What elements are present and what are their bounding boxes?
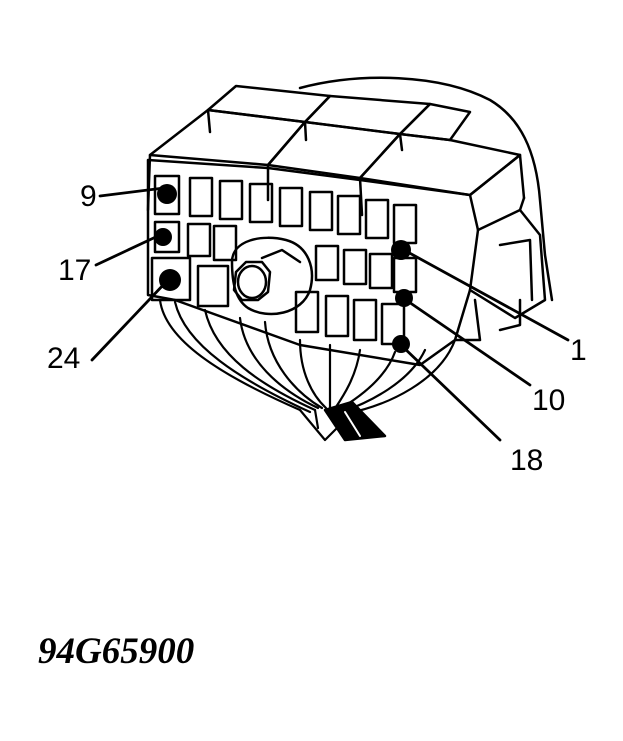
leader-1 <box>402 248 570 342</box>
leader-9 <box>98 186 166 198</box>
callout-label-18: 18 <box>510 444 543 477</box>
cavity-row-top <box>153 174 418 245</box>
pin-marker-10 <box>395 289 413 307</box>
pin-marker-17 <box>154 228 172 246</box>
leader-17 <box>94 233 162 267</box>
callout-label-1: 1 <box>570 334 587 367</box>
callout-leaders <box>90 186 570 442</box>
wire-sleeve <box>323 400 387 442</box>
callout-label-24: 24 <box>47 342 80 375</box>
pin-marker-9 <box>157 184 177 204</box>
cavity-row-middle <box>153 220 418 294</box>
center-bolt <box>230 236 314 316</box>
housing-back-dome <box>298 76 554 302</box>
leader-24 <box>90 280 168 362</box>
callout-label-10: 10 <box>532 384 565 417</box>
leader-10 <box>404 298 532 387</box>
leader-18 <box>400 344 502 442</box>
cavity-row-bottom <box>150 256 406 346</box>
pin-marker-24 <box>159 269 181 291</box>
pin-markers <box>154 184 413 353</box>
callout-label-9: 9 <box>80 180 97 213</box>
pin-marker-1 <box>391 240 411 260</box>
pin-marker-18 <box>392 335 410 353</box>
figure-id: 94G65900 <box>38 631 195 672</box>
callout-labels: 9 17 24 1 10 18 <box>47 180 587 477</box>
callout-label-17: 17 <box>58 254 91 287</box>
wire-bundle <box>158 298 457 442</box>
